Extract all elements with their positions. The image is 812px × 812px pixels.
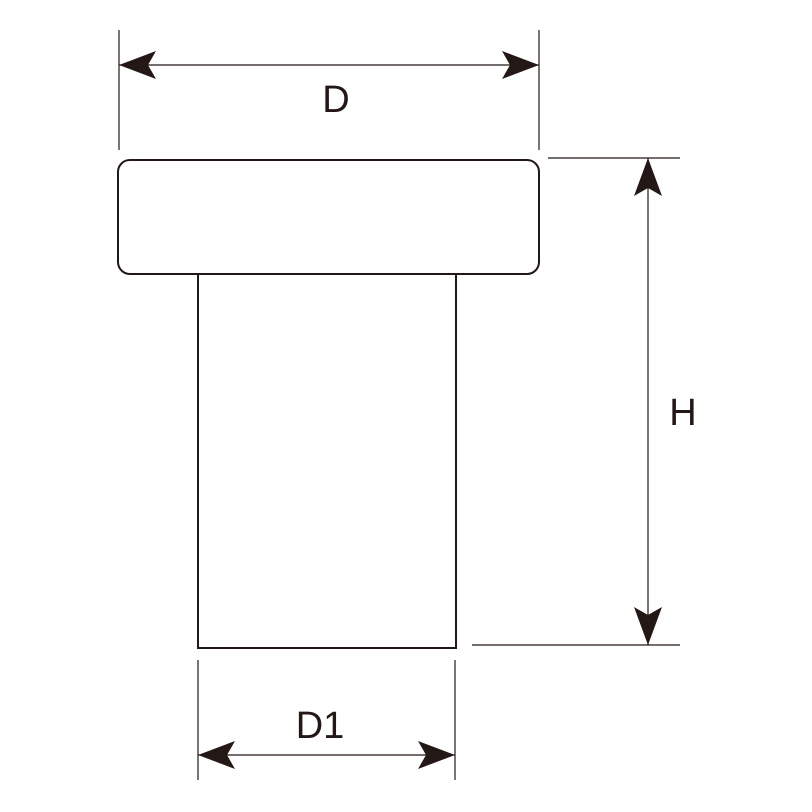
h-label: H <box>669 392 696 434</box>
d1-label: D1 <box>296 705 345 747</box>
d1-arrow-left <box>198 741 235 769</box>
flange-head <box>117 159 540 275</box>
h-arrow-bottom <box>634 607 662 645</box>
d-label: D <box>322 79 349 121</box>
h-arrow-top <box>634 158 662 196</box>
d1-arrow-right <box>418 741 455 769</box>
shaft-body <box>197 274 457 649</box>
d-arrow-right <box>502 51 539 79</box>
d-arrow-left <box>119 51 156 79</box>
